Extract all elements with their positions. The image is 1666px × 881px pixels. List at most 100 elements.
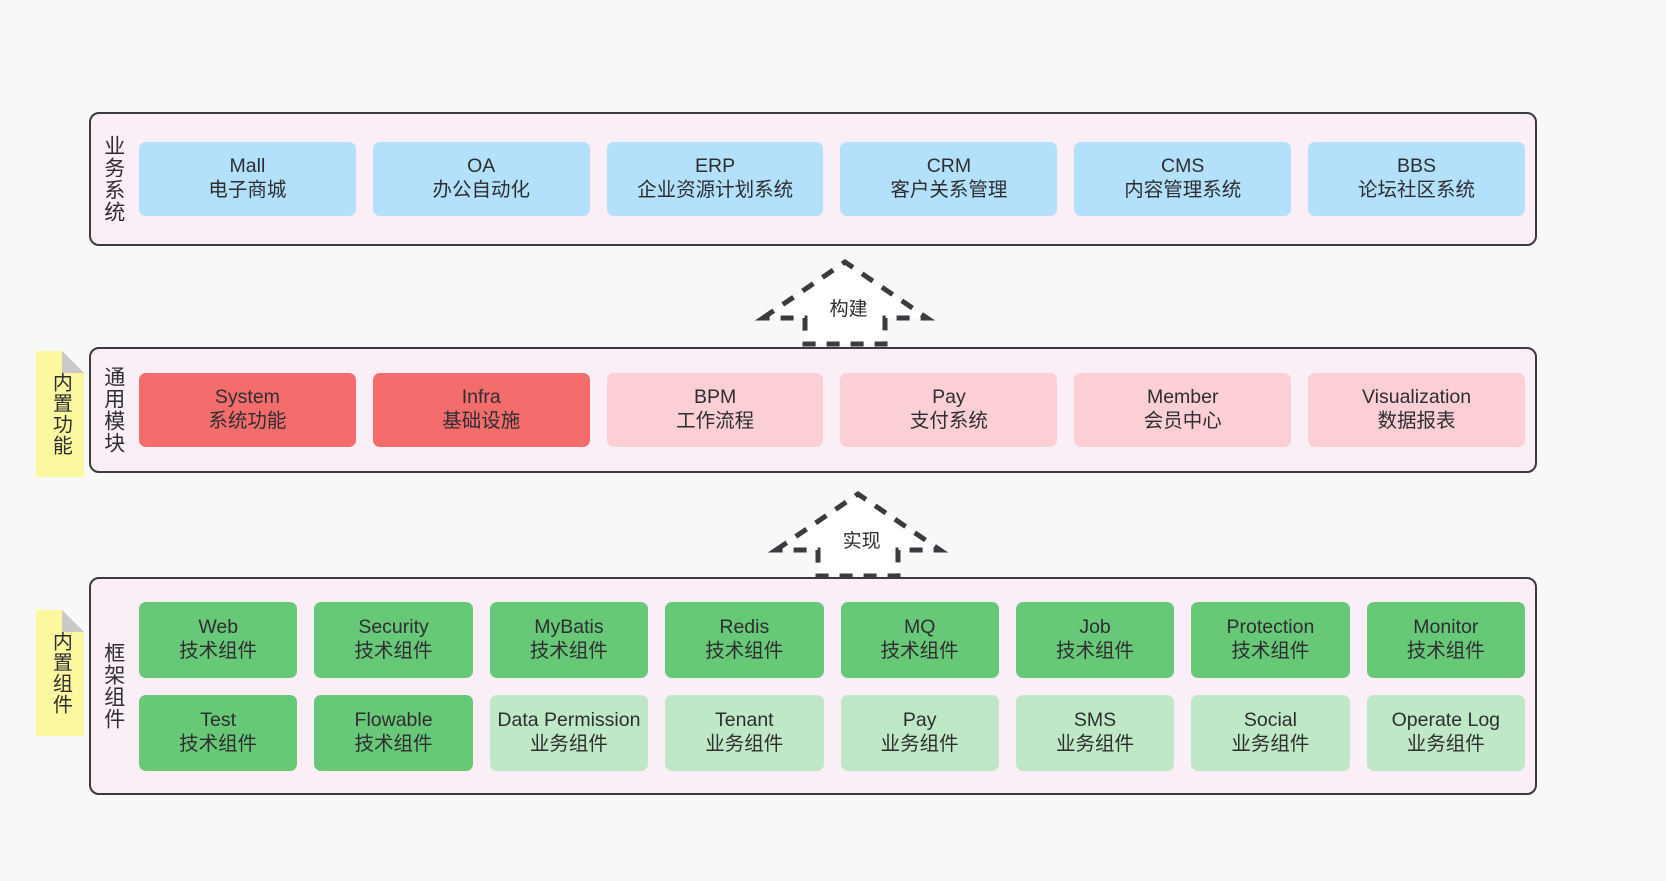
- framework-biz-row: Test 技术组件 Flowable 技术组件 Data Permission …: [139, 694, 1525, 771]
- card-test[interactable]: Test 技术组件: [139, 694, 298, 771]
- card-pay-module[interactable]: Pay 支付系统: [840, 373, 1058, 447]
- card-title: CMS: [1161, 155, 1205, 178]
- card-subtitle: 技术组件: [179, 639, 258, 662]
- business-card-row: Mall 电子商城 OA 办公自动化 ERP 企业资源计划系统 CRM 客户关系…: [139, 142, 1525, 216]
- card-subtitle: 技术组件: [1231, 639, 1310, 662]
- card-title: SMS: [1073, 708, 1117, 731]
- card-subtitle: 基础设施: [442, 410, 521, 432]
- card-subtitle: 工作流程: [676, 410, 755, 432]
- card-bbs[interactable]: BBS 论坛社区系统: [1308, 142, 1525, 216]
- card-mq[interactable]: MQ 技术组件: [840, 601, 999, 678]
- card-title: Flowable: [354, 708, 433, 731]
- card-visualization[interactable]: Visualization 数据报表: [1308, 373, 1525, 447]
- card-monitor[interactable]: Monitor 技术组件: [1366, 601, 1525, 678]
- card-system[interactable]: System 系统功能: [139, 373, 356, 447]
- module-card-row: System 系统功能 Infra 基础设施 BPM 工作流程 Pay 支付系统…: [139, 373, 1525, 447]
- card-flowable[interactable]: Flowable 技术组件: [314, 694, 473, 771]
- layer-title-framework-components: 框架组件: [101, 642, 125, 730]
- card-title: BBS: [1397, 155, 1437, 178]
- card-subtitle: 办公自动化: [432, 179, 530, 201]
- card-security[interactable]: Security 技术组件: [314, 601, 473, 678]
- card-title: Protection: [1226, 615, 1315, 638]
- card-subtitle: 技术组件: [1406, 639, 1485, 662]
- card-title: Infra: [461, 386, 501, 409]
- card-cms[interactable]: CMS 内容管理系统: [1074, 142, 1292, 216]
- layer-body-general-modules: System 系统功能 Infra 基础设施 BPM 工作流程 Pay 支付系统…: [135, 349, 1535, 471]
- card-title: Member: [1146, 386, 1219, 409]
- card-title: OA: [467, 155, 496, 178]
- card-member[interactable]: Member 会员中心: [1074, 373, 1292, 447]
- arrow-implement-up-icon: 实现: [768, 488, 948, 580]
- card-redis[interactable]: Redis 技术组件: [665, 601, 824, 678]
- sticky-note-text: 内置功能: [49, 372, 72, 456]
- card-title: Pay: [902, 708, 937, 731]
- card-title: Visualization: [1361, 386, 1472, 409]
- card-subtitle: 技术组件: [1056, 639, 1135, 662]
- card-subtitle: 电子商城: [208, 179, 287, 201]
- card-title: System: [214, 386, 280, 409]
- card-subtitle: 技术组件: [705, 639, 784, 662]
- card-title: CRM: [926, 155, 972, 178]
- card-social[interactable]: Social 业务组件: [1191, 694, 1350, 771]
- card-subtitle: 业务组件: [705, 732, 784, 755]
- card-protection[interactable]: Protection 技术组件: [1191, 601, 1350, 678]
- card-title: Operate Log: [1391, 708, 1501, 731]
- sticky-note-builtin-function: 内置功能: [36, 351, 84, 477]
- card-subtitle: 数据报表: [1377, 410, 1456, 432]
- card-subtitle: 支付系统: [909, 410, 988, 432]
- card-title: Redis: [719, 615, 770, 638]
- card-web[interactable]: Web 技术组件: [139, 601, 298, 678]
- card-subtitle: 业务组件: [529, 732, 608, 755]
- card-subtitle: 会员中心: [1143, 410, 1222, 432]
- card-title: Test: [200, 708, 237, 731]
- card-crm[interactable]: CRM 客户关系管理: [840, 142, 1058, 216]
- card-operate-log[interactable]: Operate Log 业务组件: [1366, 694, 1525, 771]
- card-erp[interactable]: ERP 企业资源计划系统: [606, 142, 824, 216]
- card-subtitle: 技术组件: [354, 639, 433, 662]
- card-job[interactable]: Job 技术组件: [1015, 601, 1175, 678]
- card-title: ERP: [695, 155, 736, 178]
- card-data-permission[interactable]: Data Permission 业务组件: [489, 694, 649, 771]
- card-title: Pay: [932, 386, 966, 409]
- card-subtitle: 业务组件: [1056, 732, 1135, 755]
- card-tenant[interactable]: Tenant 业务组件: [665, 694, 824, 771]
- card-title: Tenant: [715, 708, 774, 731]
- sticky-note-text: 内置组件: [49, 631, 72, 715]
- card-oa[interactable]: OA 办公自动化: [372, 142, 590, 216]
- card-subtitle: 技术组件: [880, 639, 959, 662]
- arrow-implement-label: 实现: [842, 531, 881, 552]
- layer-body-framework-components: Web 技术组件 Security 技术组件 MyBatis 技术组件 Redi…: [135, 579, 1535, 793]
- card-mall[interactable]: Mall 电子商城: [139, 142, 356, 216]
- card-bpm[interactable]: BPM 工作流程: [606, 373, 824, 447]
- card-title: Mall: [229, 155, 266, 178]
- card-mybatis[interactable]: MyBatis 技术组件: [489, 601, 649, 678]
- layer-body-business-systems: Mall 电子商城 OA 办公自动化 ERP 企业资源计划系统 CRM 客户关系…: [135, 114, 1535, 244]
- layer-title-business-systems: 业务系统: [101, 135, 125, 223]
- card-title: Security: [358, 615, 429, 638]
- card-subtitle: 业务组件: [1406, 732, 1485, 755]
- layer-framework-components: 框架组件 Web 技术组件 Security 技术组件 MyBatis 技术组件…: [89, 577, 1537, 795]
- card-sms[interactable]: SMS 业务组件: [1015, 694, 1175, 771]
- card-title: MQ: [903, 615, 936, 638]
- arrow-build-label: 构建: [829, 299, 868, 320]
- card-subtitle: 业务组件: [1231, 732, 1310, 755]
- card-title: Data Permission: [497, 708, 641, 731]
- card-subtitle: 论坛社区系统: [1358, 179, 1476, 201]
- card-pay-component[interactable]: Pay 业务组件: [840, 694, 999, 771]
- card-subtitle: 企业资源计划系统: [637, 179, 794, 201]
- card-title: Monitor: [1413, 615, 1479, 638]
- card-title: Job: [1079, 615, 1111, 638]
- framework-tech-row: Web 技术组件 Security 技术组件 MyBatis 技术组件 Redi…: [139, 601, 1525, 678]
- card-subtitle: 业务组件: [880, 732, 959, 755]
- layer-title-general-modules: 通用模块: [101, 366, 125, 454]
- card-title: Web: [198, 615, 239, 638]
- layer-general-modules: 通用模块 System 系统功能 Infra 基础设施 BPM 工作流程 Pay…: [89, 347, 1537, 473]
- arrow-build-up-icon: 构建: [755, 256, 935, 348]
- sticky-note-builtin-component: 内置组件: [36, 610, 84, 736]
- card-subtitle: 技术组件: [529, 639, 608, 662]
- card-infra[interactable]: Infra 基础设施: [372, 373, 590, 447]
- layer-business-systems: 业务系统 Mall 电子商城 OA 办公自动化 ERP 企业资源计划系统 CRM…: [89, 112, 1537, 246]
- card-subtitle: 内容管理系统: [1124, 179, 1242, 201]
- card-title: BPM: [693, 386, 737, 409]
- card-title: MyBatis: [534, 615, 604, 638]
